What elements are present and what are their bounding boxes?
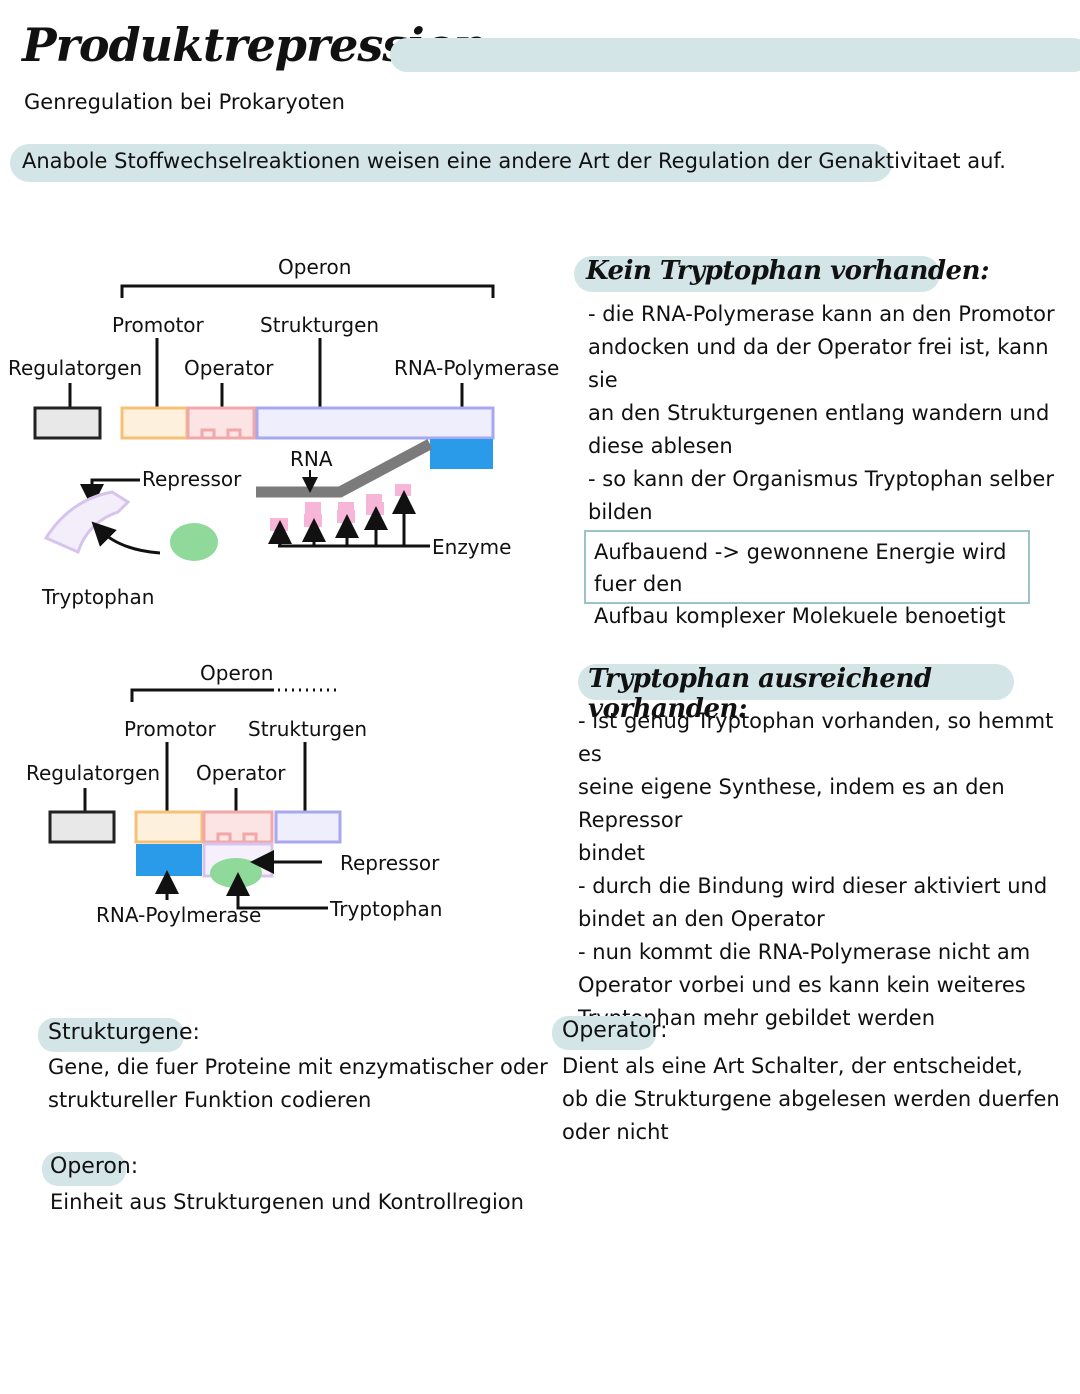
title-decoration-bar <box>390 38 1080 72</box>
def-strukturgene-term: Strukturgene: <box>48 1020 200 1045</box>
d1-rna-polymerase <box>430 439 493 469</box>
d1-promotor <box>120 406 189 440</box>
d2-operon-label: Operon <box>200 661 273 685</box>
d1-repressor-shape <box>43 490 131 555</box>
def-strukturgene-text: Gene, die fuer Proteine mit enzymatische… <box>48 1055 548 1112</box>
diagram-tryptophan-present: Operon Promotor Strukturgen Regulatorgen… <box>26 661 442 927</box>
anabolic-note-box: Aufbauend -> gewonnene Energie wird fuer… <box>584 530 1030 628</box>
d1-enzyme <box>337 510 355 523</box>
d2-strukturgen <box>274 810 342 844</box>
case2-text: - ist genug Tryptophan vorhanden, so hem… <box>578 709 1054 1030</box>
d2-repressor-label: Repressor <box>340 851 440 875</box>
d1-strukturgen <box>255 406 495 440</box>
d2-promotor-label: Promotor <box>124 717 217 741</box>
d1-peptide <box>305 502 321 514</box>
d1-operator-label: Operator <box>184 356 274 380</box>
def-operon-highlight <box>42 1152 126 1186</box>
def-strukturgene-highlight <box>38 1018 184 1052</box>
case1-title: Kein Tryptophan vorhanden: <box>586 256 990 286</box>
def-operator-text: Dient als eine Art Schalter, der entsche… <box>562 1054 1060 1144</box>
d2-polymerase-label: RNA-Poylmerase <box>96 903 261 927</box>
page-subtitle: Genregulation bei Prokaryoten <box>24 90 345 114</box>
d1-operon-bracket <box>120 284 495 298</box>
case1-title-highlight <box>574 256 940 292</box>
d1-regulatorgen-label: Regulatorgen <box>8 356 142 380</box>
d1-repressor-label: Repressor <box>142 467 242 491</box>
d1-rna-strand <box>256 439 433 498</box>
diagram-no-tryptophan: Operon Promotor Strukturgen Regulatorgen… <box>8 255 559 609</box>
d1-rna-label: RNA <box>290 447 333 471</box>
d2-tryptophan <box>210 858 262 888</box>
d1-operon-label: Operon <box>278 255 351 279</box>
d1-tryptophan <box>170 523 218 561</box>
d2-operator-label: Operator <box>196 761 286 785</box>
d1-enzyme <box>366 502 384 515</box>
d2-tryptophan-label: Tryptophan <box>329 897 442 921</box>
d2-strukturgen-label: Strukturgen <box>248 717 367 741</box>
d2-rna-polymerase <box>136 844 202 876</box>
d1-regulatorgen <box>33 406 102 440</box>
d2-operator <box>202 810 274 844</box>
d1-promotor-label: Promotor <box>112 313 205 337</box>
d2-regulatorgen <box>48 810 116 844</box>
def-operon-text: Einheit aus Strukturgenen und Kontrollre… <box>50 1190 524 1214</box>
def-operator-highlight <box>552 1016 656 1050</box>
def-operon-term: Operon: <box>50 1154 139 1179</box>
case2-title-highlight <box>578 664 1014 700</box>
def-operator-term: Operator: <box>562 1018 668 1043</box>
case2-title: Tryptophan ausreichend vorhanden: <box>588 664 932 724</box>
d2-operon-bracket <box>130 688 274 702</box>
d1-enzyme <box>270 518 288 531</box>
d2-regulatorgen-label: Regulatorgen <box>26 761 160 785</box>
d2-promotor <box>134 810 204 844</box>
d1-polymerase-label: RNA-Polymerase <box>394 356 559 380</box>
d1-strukturgen-label: Strukturgen <box>260 313 379 337</box>
intro-highlight <box>10 144 892 182</box>
d1-operator <box>186 406 256 440</box>
d1-peptide <box>395 484 411 496</box>
d1-enzyme <box>304 514 322 527</box>
case1-text: - die RNA-Polymerase kann an den Promoto… <box>588 302 1055 524</box>
d1-enzyme-label: Enzyme <box>432 535 511 559</box>
intro-text: Anabole Stoffwechselreaktionen weisen ei… <box>22 149 1006 173</box>
d1-tryptophan-label: Tryptophan <box>41 585 154 609</box>
